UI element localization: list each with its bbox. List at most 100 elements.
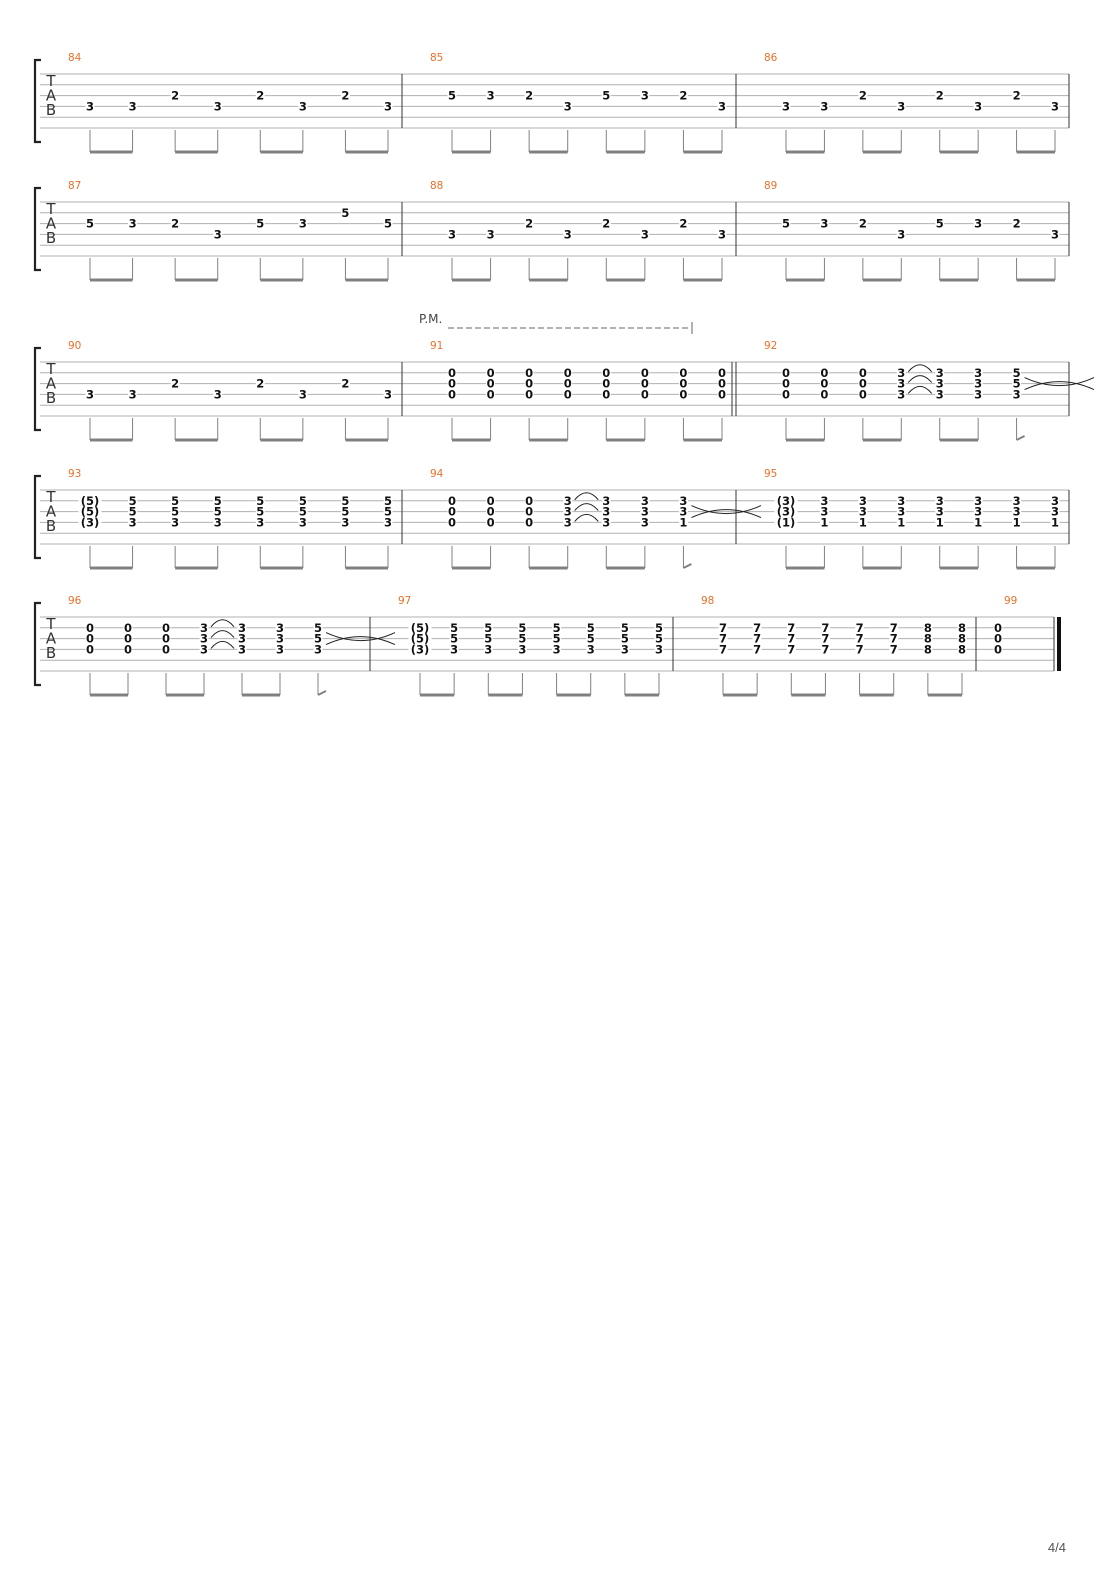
fret-backdrop bbox=[85, 389, 95, 400]
fret-backdrop bbox=[447, 495, 457, 507]
fret-backdrop bbox=[170, 495, 180, 507]
fret-number: 3 bbox=[974, 377, 982, 391]
fret-number: 3 bbox=[171, 515, 179, 529]
fret-backdrop bbox=[640, 495, 650, 507]
fret-number: 3 bbox=[897, 99, 905, 113]
fret-backdrop bbox=[678, 389, 688, 400]
fret-number: 3 bbox=[214, 99, 222, 113]
tab-clef-letter: A bbox=[46, 375, 57, 393]
fret-backdrop bbox=[973, 101, 983, 112]
fret-number: 3 bbox=[299, 217, 307, 231]
fret-backdrop bbox=[340, 207, 350, 219]
fret-number: 3 bbox=[276, 642, 284, 656]
fret-backdrop bbox=[601, 367, 611, 379]
fret-number: 0 bbox=[124, 621, 132, 635]
fret-backdrop bbox=[170, 506, 180, 518]
fret-backdrop bbox=[717, 389, 727, 400]
fret-backdrop bbox=[275, 622, 285, 634]
fret-backdrop bbox=[486, 229, 496, 240]
system-bracket bbox=[33, 58, 41, 144]
measure-number: 90 bbox=[68, 340, 81, 352]
fret-backdrop bbox=[383, 517, 393, 528]
fret-backdrop bbox=[935, 506, 945, 518]
fret-number: 7 bbox=[856, 642, 864, 656]
fret-backdrop bbox=[486, 367, 496, 379]
fret-number: 0 bbox=[679, 377, 687, 391]
fret-number: 1 bbox=[974, 515, 982, 529]
fret-backdrop bbox=[640, 90, 650, 102]
fret-backdrop bbox=[1012, 367, 1022, 379]
note-flag bbox=[1016, 435, 1026, 441]
fret-backdrop bbox=[486, 517, 496, 528]
measure-number: 86 bbox=[764, 52, 778, 64]
fret-number: 3 bbox=[897, 505, 905, 519]
fret-number: 7 bbox=[890, 642, 898, 656]
fret-number: 3 bbox=[897, 227, 905, 241]
fret-backdrop bbox=[123, 622, 133, 634]
fret-number: 1 bbox=[1051, 515, 1059, 529]
fret-number: 2 bbox=[341, 377, 349, 391]
fret-backdrop bbox=[255, 506, 265, 518]
fret-number: 0 bbox=[679, 366, 687, 380]
fret-backdrop bbox=[781, 218, 791, 230]
fret-backdrop bbox=[601, 506, 611, 518]
tie-arc bbox=[1024, 381, 1095, 391]
fret-number: 0 bbox=[820, 387, 828, 401]
fret-backdrop bbox=[1012, 495, 1022, 507]
measure-number: 94 bbox=[430, 468, 444, 480]
fret-number: 0 bbox=[525, 387, 533, 401]
fret-backdrop bbox=[486, 495, 496, 507]
fret-backdrop bbox=[640, 378, 650, 390]
fret-number: 5 bbox=[129, 494, 137, 508]
fret-backdrop bbox=[383, 218, 393, 230]
fret-number: 8 bbox=[924, 632, 932, 646]
fret-backdrop bbox=[858, 90, 868, 102]
tab-clef-letter: B bbox=[46, 644, 56, 662]
fret-backdrop bbox=[957, 644, 967, 655]
fret-number: 3 bbox=[679, 505, 687, 519]
slur-arc bbox=[907, 385, 933, 394]
fret-backdrop bbox=[640, 506, 650, 518]
fret-number: 0 bbox=[487, 494, 495, 508]
tie-arc bbox=[691, 509, 762, 519]
fret-backdrop bbox=[447, 506, 457, 518]
slur-arc bbox=[210, 619, 235, 628]
fret-backdrop bbox=[213, 517, 223, 528]
fret-number: 3 bbox=[602, 505, 610, 519]
fret-backdrop bbox=[718, 622, 728, 634]
fret-backdrop bbox=[213, 506, 223, 518]
fret-backdrop bbox=[717, 101, 727, 112]
measure-number: 97 bbox=[398, 595, 411, 607]
fret-backdrop bbox=[447, 389, 457, 400]
fret-number: 5 bbox=[299, 505, 307, 519]
tab-clef-letter: A bbox=[46, 630, 57, 648]
fret-number: 5 bbox=[129, 505, 137, 519]
fret-backdrop bbox=[449, 644, 459, 655]
fret-number: 5 bbox=[384, 494, 392, 508]
fret-number: 3 bbox=[936, 387, 944, 401]
fret-backdrop bbox=[858, 389, 868, 400]
fret-number: 3 bbox=[1051, 227, 1059, 241]
fret-backdrop bbox=[820, 633, 830, 645]
fret-backdrop bbox=[383, 101, 393, 112]
fret-number: 1 bbox=[859, 515, 867, 529]
fret-backdrop bbox=[85, 218, 95, 230]
fret-backdrop bbox=[1012, 378, 1022, 390]
fret-number: 3 bbox=[820, 494, 828, 508]
fret-number: 3 bbox=[820, 99, 828, 113]
fret-number: 0 bbox=[820, 366, 828, 380]
fret-number: 0 bbox=[994, 632, 1002, 646]
fret-number: 3 bbox=[859, 505, 867, 519]
fret-backdrop bbox=[483, 633, 493, 645]
fret-backdrop bbox=[255, 517, 265, 528]
fret-backdrop bbox=[524, 389, 534, 400]
fret-number: 3 bbox=[1013, 387, 1021, 401]
fret-number: 1 bbox=[936, 515, 944, 529]
fret-number: 0 bbox=[525, 515, 533, 529]
fret-backdrop bbox=[524, 90, 534, 102]
measure-number: 88 bbox=[430, 180, 443, 192]
